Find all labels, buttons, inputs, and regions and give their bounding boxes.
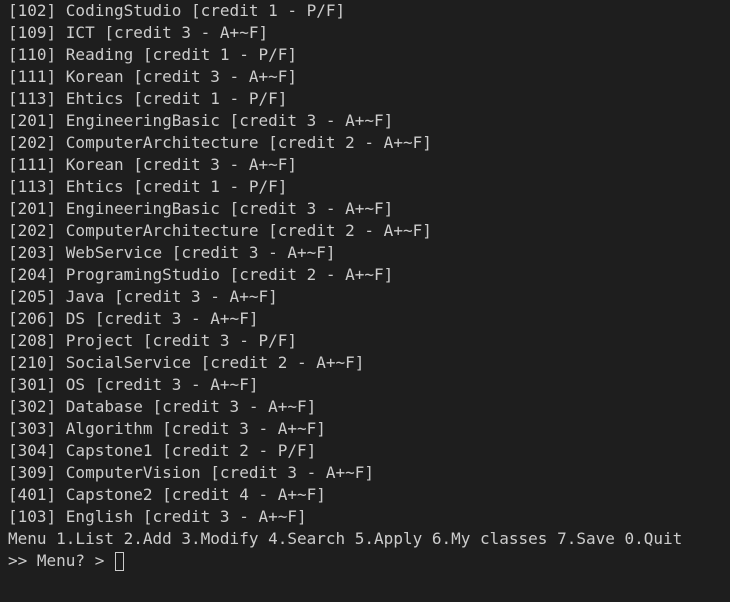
course-line: [304] Capstone1 [credit 2 - P/F] <box>8 441 317 460</box>
course-line: [102] CodingStudio [credit 1 - P/F] <box>8 1 346 20</box>
course-line: [113] Ehtics [credit 1 - P/F] <box>8 177 288 196</box>
prompt-line[interactable]: >> Menu? > <box>8 550 726 572</box>
prompt-text: >> Menu? > <box>8 551 114 570</box>
course-line: [111] Korean [credit 3 - A+~F] <box>8 155 297 174</box>
course-line: [203] WebService [credit 3 - A+~F] <box>8 243 336 262</box>
course-line: [302] Database [credit 3 - A+~F] <box>8 397 317 416</box>
menu-line: Menu 1.List 2.Add 3.Modify 4.Search 5.Ap… <box>8 529 683 548</box>
course-line: [208] Project [credit 3 - P/F] <box>8 331 297 350</box>
course-line: [202] ComputerArchitecture [credit 2 - A… <box>8 133 432 152</box>
course-line: [301] OS [credit 3 - A+~F] <box>8 375 259 394</box>
course-line: [309] ComputerVision [credit 3 - A+~F] <box>8 463 375 482</box>
course-line: [204] ProgramingStudio [credit 2 - A+~F] <box>8 265 394 284</box>
course-line: [210] SocialService [credit 2 - A+~F] <box>8 353 365 372</box>
course-line: [205] Java [credit 3 - A+~F] <box>8 287 278 306</box>
course-list: [102] CodingStudio [credit 1 - P/F] [109]… <box>8 0 726 528</box>
cursor-block <box>114 551 124 571</box>
course-line: [202] ComputerArchitecture [credit 2 - A… <box>8 221 432 240</box>
course-line: [401] Capstone2 [credit 4 - A+~F] <box>8 485 326 504</box>
course-line: [206] DS [credit 3 - A+~F] <box>8 309 259 328</box>
terminal-output[interactable]: [102] CodingStudio [credit 1 - P/F] [109]… <box>8 0 726 602</box>
course-line: [201] EngineeringBasic [credit 3 - A+~F] <box>8 199 394 218</box>
course-line: [303] Algorithm [credit 3 - A+~F] <box>8 419 326 438</box>
course-line: [110] Reading [credit 1 - P/F] <box>8 45 297 64</box>
course-line: [201] EngineeringBasic [credit 3 - A+~F] <box>8 111 394 130</box>
course-line: [109] ICT [credit 3 - A+~F] <box>8 23 269 42</box>
course-line: [111] Korean [credit 3 - A+~F] <box>8 67 297 86</box>
course-line: [113] Ehtics [credit 1 - P/F] <box>8 89 288 108</box>
course-line: [103] English [credit 3 - A+~F] <box>8 507 307 526</box>
